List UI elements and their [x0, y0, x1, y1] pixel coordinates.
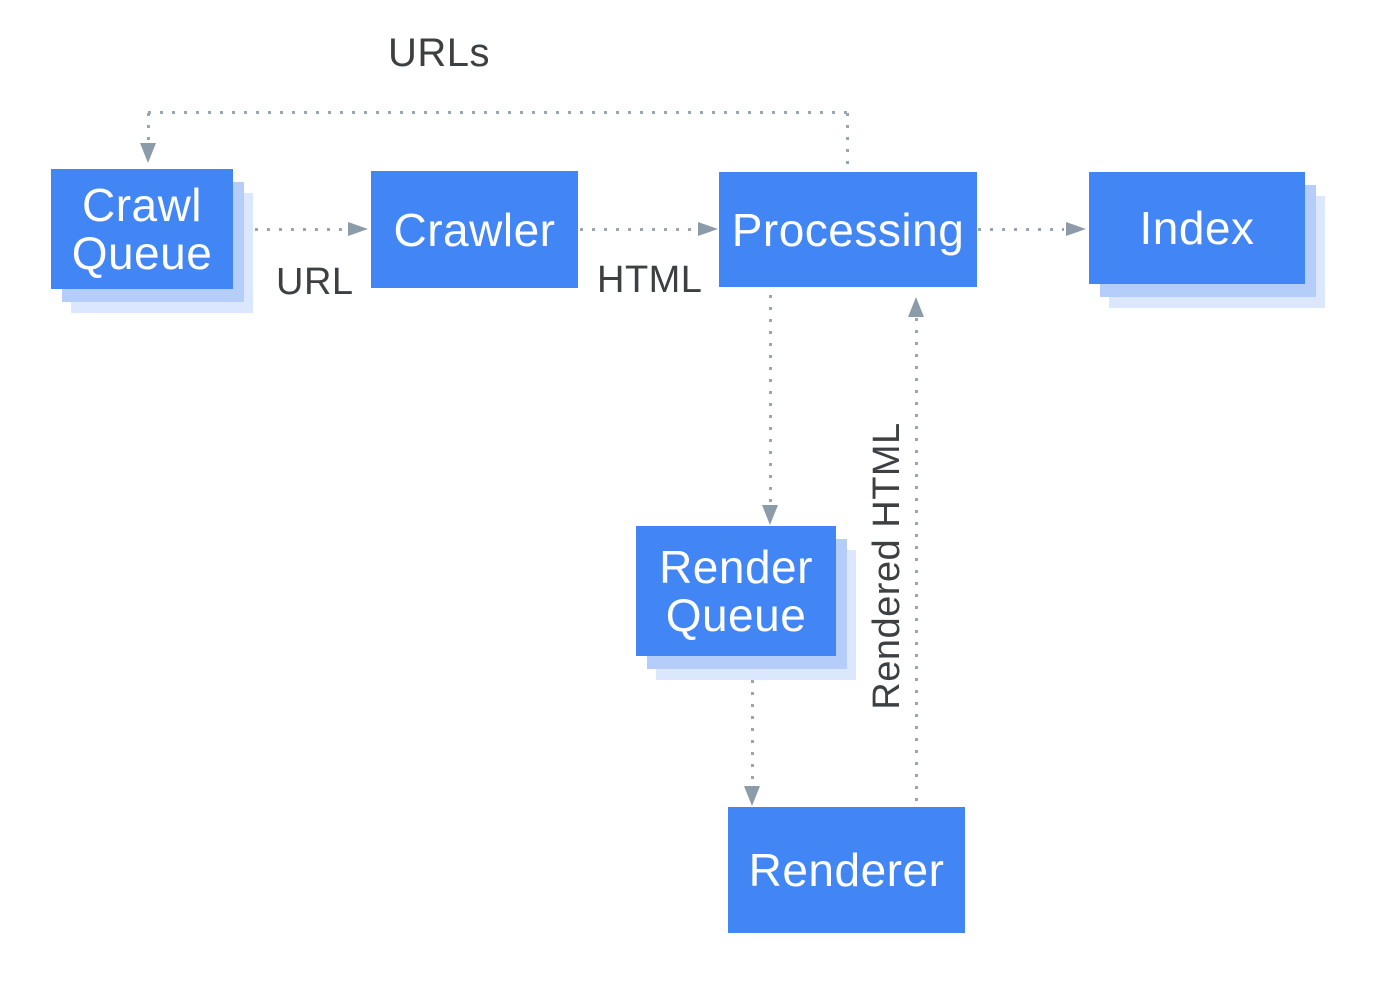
- connector-urls-feedback-horizontal: [148, 111, 849, 114]
- connector-renderqueue-renderer: [751, 680, 754, 786]
- node-crawl-queue: Crawl Queue: [51, 169, 233, 289]
- arrowhead-into-crawl-queue: [140, 143, 156, 163]
- node-crawler-label: Crawler: [393, 203, 556, 256]
- edge-label-rendered-html: Rendered HTML: [866, 422, 908, 710]
- connector-urls-feedback-left-vertical: [147, 113, 150, 143]
- connector-crawler-processing: [580, 228, 695, 231]
- node-render-queue: Render Queue: [636, 526, 836, 656]
- connector-renderer-processing: [915, 318, 918, 807]
- node-processing: Processing: [719, 172, 977, 287]
- node-renderer-label: Renderer: [748, 844, 945, 896]
- arrowhead-into-crawler: [348, 222, 368, 236]
- connector-urls-feedback-right-vertical: [846, 113, 849, 172]
- node-renderer: Renderer: [728, 807, 965, 933]
- arrowhead-into-processing-left: [698, 222, 718, 236]
- node-index-label: Index: [1139, 202, 1255, 254]
- node-index: Index: [1089, 172, 1305, 284]
- node-processing-label: Processing: [731, 203, 965, 256]
- edge-label-urls: URLs: [388, 31, 491, 75]
- connector-crawlqueue-crawler: [255, 228, 345, 231]
- node-render-queue-label: Render Queue: [659, 541, 813, 641]
- node-crawl-queue-label: Crawl Queue: [71, 179, 213, 279]
- arrowhead-into-renderer: [744, 786, 760, 806]
- node-crawler: Crawler: [371, 171, 578, 288]
- connector-processing-renderqueue: [769, 295, 772, 505]
- arrowhead-into-processing-bottom: [908, 297, 924, 317]
- arrowhead-into-index: [1066, 222, 1086, 236]
- arrowhead-into-render-queue: [762, 505, 778, 525]
- connector-processing-index: [978, 228, 1064, 231]
- edge-label-url: URL: [276, 261, 354, 303]
- edge-label-html: HTML: [597, 259, 703, 301]
